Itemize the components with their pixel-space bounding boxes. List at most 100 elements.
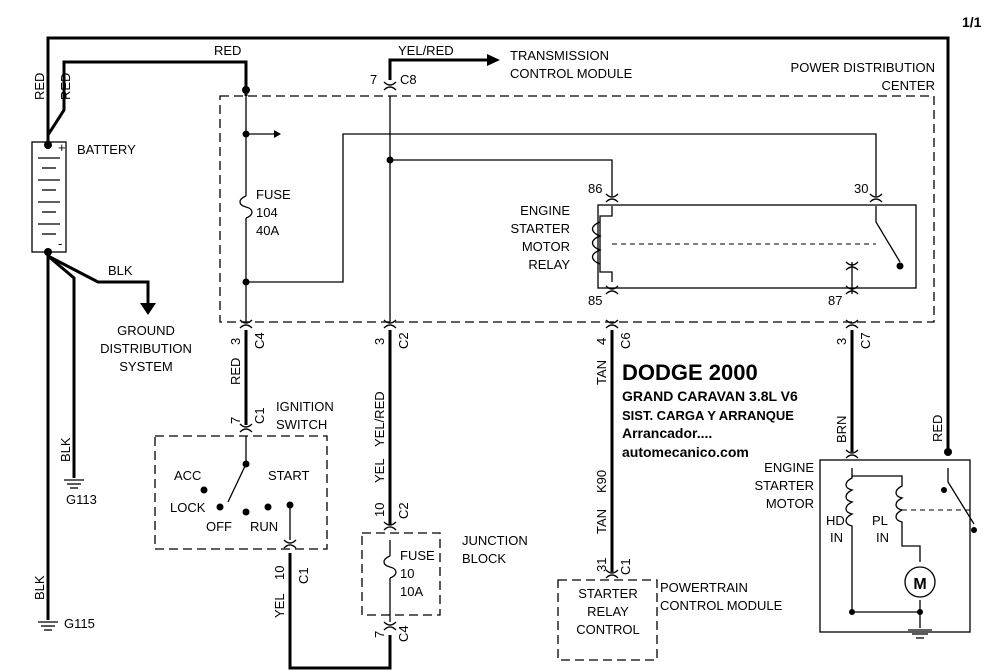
connector-id: C4: [252, 332, 267, 349]
ground-g115-label: G115: [64, 616, 95, 631]
ground-g113-label: G113: [66, 492, 97, 507]
tcm-arrow: [487, 54, 500, 66]
title-system: SIST. CARGA Y ARRANQUE: [622, 408, 794, 423]
src-label-3: CONTROL: [576, 622, 640, 637]
wire-red-top: [46, 36, 950, 452]
relay-label-1: ENGINE: [520, 203, 570, 218]
fuse104-label-3: 40A: [256, 223, 279, 238]
wire-label-yel: YEL: [372, 458, 387, 483]
ign-contact-lock: [216, 503, 224, 511]
hd-in-2: IN: [830, 530, 843, 545]
wire-label-red: RED: [228, 358, 243, 385]
ground-symbol-g113: [64, 479, 84, 489]
relay-coil-symbol: [591, 221, 602, 265]
splice-dot: [386, 156, 394, 164]
connector-chevron: [383, 324, 397, 329]
ground-symbol-starter: [908, 629, 932, 639]
tcm-label-2: CONTROL MODULE: [510, 66, 633, 81]
junction-block-box: [361, 532, 441, 616]
connector-chevron: [845, 266, 859, 271]
connector-chevron: [605, 193, 619, 198]
ground-symbol-g115: [38, 621, 58, 631]
connector-chevron: [869, 193, 883, 198]
connector-id: C1: [618, 558, 633, 575]
hd-winding: [845, 468, 920, 613]
pin-number: 3: [372, 338, 387, 345]
ground-dist-arrow: [140, 303, 156, 315]
pin-number: 3: [834, 338, 849, 345]
src-label-1: STARTER: [578, 586, 637, 601]
connector-chevron: [605, 319, 619, 324]
motor-symbol: [904, 566, 936, 598]
ign-contact-acc: [200, 486, 208, 494]
splice-dot: [242, 278, 250, 286]
relay-label-3: MOTOR: [522, 239, 570, 254]
ignition-label-1: IGNITION: [276, 399, 334, 414]
connector-chevron: [383, 319, 397, 324]
starter-label-1: ENGINE: [764, 460, 814, 475]
src-label-2: RELAY: [587, 604, 629, 619]
ign-off: OFF: [206, 519, 232, 534]
ign-acc: ACC: [174, 468, 201, 483]
pl-in-1: PL: [872, 513, 888, 528]
pin-number: 31: [594, 558, 609, 572]
fuse104-label-2: 104: [256, 205, 278, 220]
pin-number: 4: [594, 338, 609, 345]
splice-dot: [44, 141, 52, 149]
connector-chevron: [383, 621, 397, 626]
wire-label-k90: K90: [594, 470, 609, 493]
ignition-switch-box: [154, 435, 328, 550]
connector-chevron: [845, 454, 859, 459]
fuse10-label-3: 10A: [400, 584, 423, 599]
junction-label-2: BLOCK: [462, 551, 506, 566]
ground-dist-label-3: SYSTEM: [119, 359, 172, 374]
connector-chevron: [239, 428, 253, 433]
relay-label-4: RELAY: [528, 257, 570, 272]
fuse104-label-1: FUSE: [256, 187, 291, 202]
wire-label-yel-red: YEL/RED: [372, 391, 387, 447]
ign-start: START: [268, 468, 309, 483]
connector-chevron: [845, 319, 859, 324]
junction-label-1: JUNCTION: [462, 533, 528, 548]
connector-chevron: [383, 86, 397, 91]
connector-id: C1: [252, 407, 267, 424]
ignition-label-2: SWITCH: [276, 417, 327, 432]
ign-contact-off: [242, 508, 250, 516]
connector-chevron: [605, 198, 619, 203]
pcm-label-2: CONTROL MODULE: [660, 598, 783, 613]
wire-blk-ground-dist: [47, 254, 150, 305]
battery-label: BATTERY: [77, 142, 136, 157]
starter-label-3: MOTOR: [766, 496, 814, 511]
connector-id: C4: [396, 625, 411, 642]
hd-in-1: HD: [826, 513, 845, 528]
connector-id: C7: [858, 332, 873, 349]
wire-red-battery: [46, 60, 248, 136]
connector-group: [239, 81, 883, 631]
connector-id: C8: [400, 72, 417, 87]
wire-label-red: RED: [32, 73, 47, 100]
pcm-box: [557, 579, 658, 661]
starter-motor-box: [819, 459, 971, 633]
battery-plus: +: [58, 140, 66, 155]
ign-contact-run: [264, 503, 272, 511]
connector-chevron: [383, 81, 397, 86]
connector-chevron: [845, 285, 859, 290]
splice-dot: [242, 86, 250, 94]
connector-chevron: [845, 261, 859, 266]
splice-dot: [849, 609, 855, 615]
connector-id: C6: [618, 332, 633, 349]
wire-label-red: RED: [214, 43, 241, 58]
pcm-label-1: POWERTRAIN: [660, 580, 748, 595]
splice-dot: [944, 448, 952, 456]
title-model: GRAND CARAVAN 3.8L V6: [622, 388, 798, 404]
splice-dot: [44, 248, 52, 256]
splice-dot: [242, 130, 250, 138]
pin-85: 85: [588, 293, 602, 308]
connector-id: C1: [296, 567, 311, 584]
connector-chevron: [605, 324, 619, 329]
relay-label-2: STARTER: [511, 221, 570, 236]
wire-label-yel-red: YEL/RED: [398, 43, 454, 58]
wire-label-brn: BRN: [834, 416, 849, 443]
solenoid-contact: [941, 487, 947, 493]
